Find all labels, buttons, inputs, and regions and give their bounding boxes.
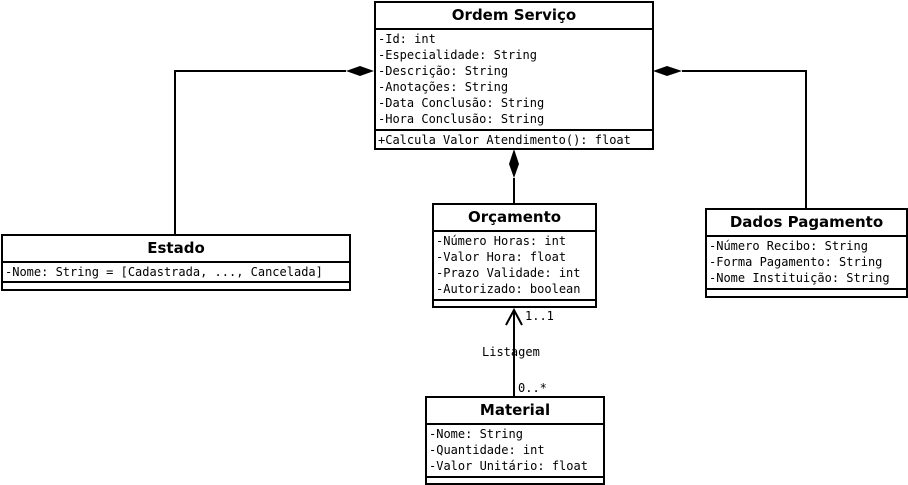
class-title: Ordem Serviço — [376, 3, 652, 30]
composition-line-estado — [174, 70, 346, 235]
attribute: -Nome: String — [429, 427, 523, 441]
class-attributes: -Número Recibo: String -Forma Pagamento:… — [707, 237, 906, 290]
class-operations: +Calcula Valor Atendimento(): float — [376, 131, 652, 150]
composition-line-pagamento — [682, 70, 807, 209]
attribute: -Anotações: String — [378, 80, 509, 94]
class-title: Dados Pagamento — [707, 210, 906, 237]
attribute: -Data Conclusão: String — [378, 96, 545, 110]
attribute: -Nome: String = [Cadastrada, ..., Cancel… — [5, 265, 323, 279]
association-arrowhead — [505, 307, 523, 326]
attribute: -Id: int — [378, 32, 436, 46]
attribute: -Prazo Validade: int — [436, 266, 581, 280]
class-estado[interactable]: Estado -Nome: String = [Cadastrada, ...,… — [1, 234, 351, 291]
multiplicity-source: 0..* — [518, 381, 547, 395]
class-title: Orçamento — [434, 205, 595, 232]
class-attributes: -Id: int -Especialidade: String -Descriç… — [376, 30, 652, 131]
operation: +Calcula Valor Atendimento(): float — [378, 133, 631, 147]
class-dados-pagamento[interactable]: Dados Pagamento -Número Recibo: String -… — [705, 208, 908, 298]
attribute: -Hora Conclusão: String — [378, 112, 545, 126]
class-operations — [707, 290, 906, 296]
class-operations — [427, 478, 603, 484]
class-ordem-servico[interactable]: Ordem Serviço -Id: int -Especialidade: S… — [374, 1, 654, 150]
attribute: -Forma Pagamento: String — [709, 255, 883, 269]
composition-diamond-orcamento — [509, 149, 519, 178]
class-material[interactable]: Material -Nome: String -Quantidade: int … — [425, 396, 605, 485]
attribute: -Descrição: String — [378, 64, 509, 78]
class-attributes: -Nome: String = [Cadastrada, ..., Cancel… — [3, 263, 349, 283]
attribute: -Autorizado: boolean — [436, 282, 581, 296]
class-title: Estado — [3, 236, 349, 263]
class-operations — [3, 283, 349, 289]
class-title: Material — [427, 398, 603, 425]
composition-diamond-pagamento — [653, 66, 682, 76]
multiplicity-target: 1..1 — [525, 309, 554, 323]
attribute: -Especialidade: String — [378, 48, 537, 62]
attribute: -Valor Hora: float — [436, 250, 567, 264]
association-label: Listagem — [482, 345, 540, 359]
attribute: -Quantidade: int — [429, 443, 545, 457]
attribute: -Número Horas: int — [436, 234, 567, 248]
attribute: -Nome Instituição: String — [709, 271, 890, 285]
composition-diamond-estado — [346, 66, 374, 76]
class-operations — [434, 301, 595, 307]
attribute: -Número Recibo: String — [709, 239, 868, 253]
class-attributes: -Nome: String -Quantidade: int -Valor Un… — [427, 425, 603, 478]
class-orcamento[interactable]: Orçamento -Número Horas: int -Valor Hora… — [432, 203, 597, 308]
attribute: -Valor Unitário: float — [429, 459, 588, 473]
class-attributes: -Número Horas: int -Valor Hora: float -P… — [434, 232, 595, 301]
